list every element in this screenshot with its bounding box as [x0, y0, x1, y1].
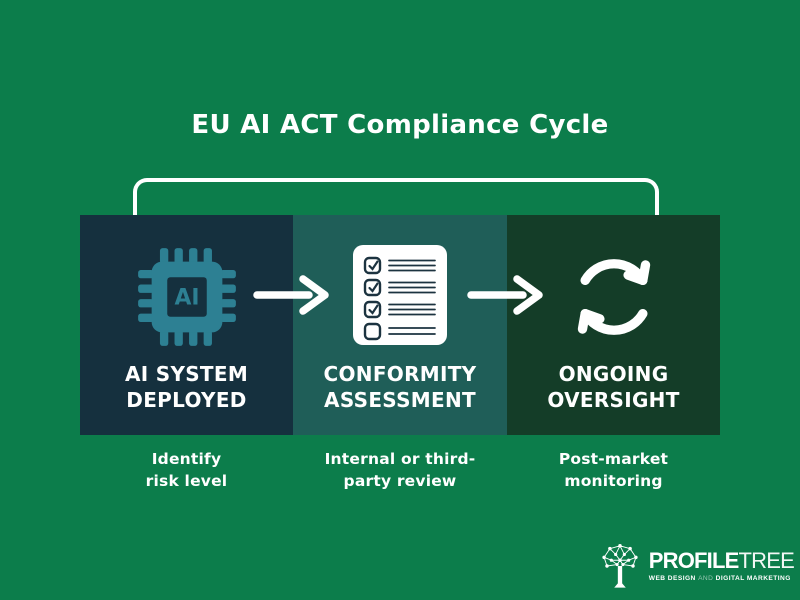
cycle-loop-bracket: [133, 178, 659, 215]
refresh-cycle-icon: [507, 245, 720, 349]
step-label-ongoing-oversight: ONGOING OVERSIGHT: [547, 362, 680, 413]
profiletree-wordmark: PROFILETREE: [648, 548, 795, 573]
step-box-conformity-assessment: CONFORMITY ASSESSMENT: [293, 215, 507, 435]
arrow-right-icon: [253, 275, 329, 315]
step-box-ai-system-deployed: AI AI SYSTEM DEPLOYED: [80, 215, 293, 435]
chip-ai-label: AI: [174, 285, 199, 310]
profiletree-logo: PROFILETREE WEB DESIGN AND DIGITAL MARKE…: [598, 540, 795, 592]
caption-internal-or-third-party-review: Internal or third- party review: [324, 450, 476, 490]
caption-identify-risk-level: Identify risk level: [145, 450, 228, 490]
caption-post-market-monitoring: Post-market monitoring: [558, 450, 669, 490]
step-label-conformity-assessment: CONFORMITY ASSESSMENT: [323, 362, 477, 413]
profiletree-tagline: WEB DESIGN AND DIGITAL MARKETING: [648, 575, 791, 582]
step-label-ai-system-deployed: AI SYSTEM DEPLOYED: [124, 362, 249, 413]
profiletree-tree-icon: [602, 544, 638, 588]
step-box-ongoing-oversight: ONGOING OVERSIGHT: [507, 215, 720, 435]
checklist-icon: [293, 245, 507, 345]
ai-chip-icon: AI: [80, 245, 293, 349]
arrow-right-icon: [467, 275, 543, 315]
page-title: EU AI ACT Compliance Cycle: [191, 110, 609, 140]
